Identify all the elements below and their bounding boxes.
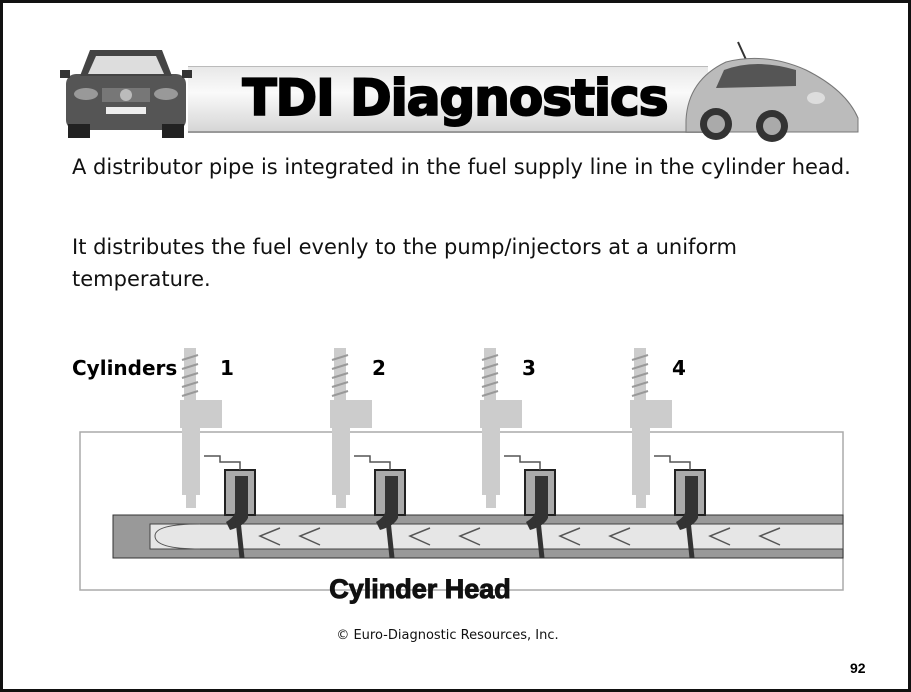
supply-tube-3 (504, 455, 556, 559)
supply-tube-1 (204, 455, 256, 559)
cylinder-number-1: 1 (220, 356, 234, 380)
spring-coil (181, 381, 199, 388)
injector-1 (180, 348, 222, 508)
page-number: 92 (850, 660, 866, 676)
spring-coil (631, 381, 649, 388)
tube-return (685, 519, 695, 559)
spring-coil (481, 354, 499, 361)
copyright-notice: © Euro-Diagnostic Resources, Inc. (336, 628, 559, 643)
injector-body (480, 400, 522, 428)
cylinders-label: Cylinders (72, 356, 178, 380)
cylinder-number-4: 4 (672, 356, 686, 380)
injector-barrel (632, 425, 650, 495)
injector-2 (330, 348, 372, 508)
spring-coil (181, 390, 199, 397)
flow-arrow (708, 527, 731, 546)
suv-car-image (60, 50, 192, 138)
spring-coil (631, 372, 649, 379)
injector-body (630, 400, 672, 428)
tube-flow (376, 476, 398, 530)
supply-tube-4 (654, 455, 706, 559)
flow-arrow (758, 527, 781, 546)
cylinder-number-3: 3 (522, 356, 536, 380)
injector-body (330, 400, 372, 428)
injector-nozzle (186, 490, 196, 508)
paragraph-distributor-pipe: A distributor pipe is integrated in the … (72, 155, 851, 179)
spring-coil (481, 381, 499, 388)
flow-arrow (558, 527, 581, 546)
spring-coil (331, 390, 349, 397)
beetle-car-image (685, 41, 859, 142)
tube-flow (226, 476, 248, 530)
tube-flow (526, 476, 548, 530)
flow-arrow (458, 527, 481, 546)
flow-arrow (408, 527, 431, 546)
injector-body (180, 400, 222, 428)
spring-coil (181, 354, 199, 361)
injector-3 (480, 348, 522, 508)
spring-coil (331, 381, 349, 388)
cylinder-head-caption: Cylinder Head (329, 574, 512, 605)
injector-nozzle (486, 490, 496, 508)
title-banner (188, 66, 708, 133)
tube-return (385, 519, 395, 559)
tube-return (235, 519, 245, 559)
injector-barrel (332, 425, 350, 495)
flow-arrow (608, 527, 631, 546)
spring-coil (331, 354, 349, 361)
injector-nozzle (336, 490, 346, 508)
flow-arrow (298, 527, 321, 546)
spring-coil (631, 390, 649, 397)
spring-coil (181, 372, 199, 379)
return-line (204, 455, 241, 470)
injector-nozzle (636, 490, 646, 508)
spring-coil (631, 354, 649, 361)
tube-return (535, 519, 545, 559)
spring-coil (331, 372, 349, 379)
flow-arrow (258, 527, 281, 546)
spring-coil (331, 363, 349, 370)
return-line (354, 455, 391, 470)
slide-title: TDI Diagnostics (242, 69, 670, 127)
spring-coil (481, 390, 499, 397)
spring-coil (481, 363, 499, 370)
injector-4 (630, 348, 672, 508)
spring-coil (181, 363, 199, 370)
spring-coil (631, 363, 649, 370)
injector-barrel (482, 425, 500, 495)
distributor-pipe-diagram (79, 348, 844, 591)
paragraph-distribution: It distributes the fuel evenly to the pu… (72, 235, 738, 291)
supply-tube-2 (354, 455, 406, 559)
spring-coil (481, 372, 499, 379)
cylinder-number-2: 2 (372, 356, 386, 380)
injector-barrel (182, 425, 200, 495)
return-line (654, 455, 691, 470)
tube-flow (676, 476, 698, 530)
return-line (504, 455, 541, 470)
